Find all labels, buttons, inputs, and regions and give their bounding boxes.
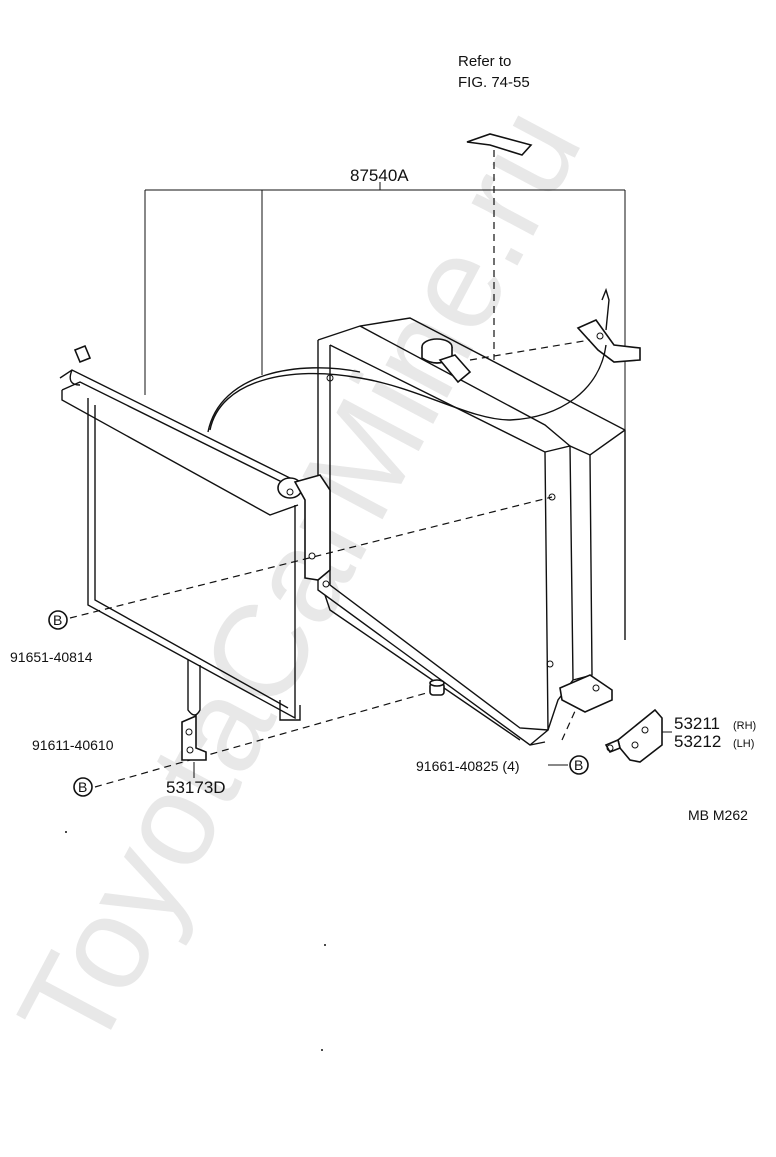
- side-bracket-icon: [604, 708, 663, 763]
- radiator-mount-icon: [559, 674, 613, 713]
- control-cable-outer: [207, 367, 361, 433]
- svg-text:B: B: [574, 757, 583, 773]
- callout-bracket-lh-suffix: (LH): [733, 738, 754, 750]
- svg-text:B: B: [53, 612, 62, 628]
- refer-figure-label: FIG. 74-55: [458, 74, 530, 91]
- marker-b-left-lower: B: [73, 777, 93, 797]
- callout-bolt-left-lower: 91611-40610: [32, 737, 114, 753]
- refer-label: Refer to: [458, 53, 511, 70]
- print-speck: [324, 944, 326, 946]
- shutter-assembly: [59, 344, 331, 721]
- marker-b-right: B: [569, 755, 589, 775]
- radiator-cap-icon: [421, 338, 472, 384]
- print-speck: [321, 1049, 323, 1051]
- callout-bracket-rh-suffix: (RH): [733, 720, 756, 732]
- bolt-icon: [429, 679, 445, 696]
- bolt-left-upper-leader: [69, 496, 553, 619]
- callout-bracket-rh: 53211: [674, 714, 720, 733]
- assembly-label: 87540A: [350, 166, 409, 185]
- control-cable: [209, 344, 607, 431]
- watermark-text: ToyotaCarMine.ru: [0, 84, 609, 1073]
- radiator-core: [317, 317, 626, 746]
- cable-clip-icon: [326, 374, 334, 382]
- figure-code: MB M262: [688, 807, 748, 823]
- marker-b-left-upper: B: [48, 610, 68, 630]
- bracket-leader-line: [469, 339, 591, 361]
- bottom-bracket-icon: [181, 714, 207, 761]
- print-speck: [65, 831, 67, 833]
- svg-text:B: B: [78, 779, 87, 795]
- callout-bolt-left-upper: 91651-40814: [10, 649, 93, 665]
- callout-bottom-bracket: 53173D: [166, 778, 226, 797]
- callout-bracket-lh: 53212: [674, 732, 721, 751]
- reference-part-icon: [466, 133, 533, 156]
- cable-bracket-icon: [576, 287, 641, 363]
- callout-bolt-right: 91661-40825 (4): [416, 758, 520, 774]
